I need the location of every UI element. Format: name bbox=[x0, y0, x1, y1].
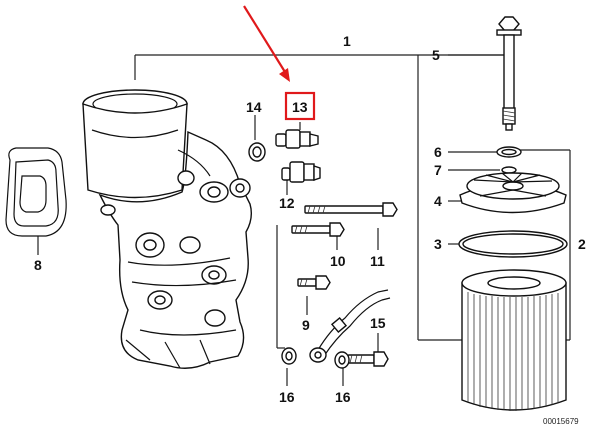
leader-lines bbox=[37, 54, 571, 386]
callout-1: 1 bbox=[343, 33, 351, 49]
part-filter-element-2 bbox=[461, 269, 567, 411]
part-o-ring-3 bbox=[458, 230, 568, 258]
part-gasket-8 bbox=[5, 147, 67, 237]
callout-15: 15 bbox=[370, 315, 386, 331]
callout-16-right: 16 bbox=[335, 389, 351, 405]
part-washer-14 bbox=[248, 142, 266, 162]
callout-11: 11 bbox=[370, 253, 385, 269]
part-filter-lid-4 bbox=[459, 172, 567, 214]
callout-3: 3 bbox=[434, 236, 442, 252]
part-washer-16-right bbox=[334, 351, 350, 369]
part-o-ring-6 bbox=[496, 146, 522, 158]
callout-5: 5 bbox=[432, 47, 440, 63]
callout-9: 9 bbox=[302, 317, 310, 333]
callout-10: 10 bbox=[330, 253, 346, 269]
part-ring-7 bbox=[501, 166, 517, 174]
part-sensor-13 bbox=[275, 129, 319, 149]
part-banjo-bolt-15 bbox=[347, 351, 389, 367]
callout-6: 6 bbox=[434, 144, 442, 160]
part-bolt-11 bbox=[304, 202, 398, 217]
part-bolt-9 bbox=[297, 275, 331, 290]
part-center-bolt-5 bbox=[496, 16, 522, 131]
callout-14: 14 bbox=[246, 99, 262, 115]
callout-7: 7 bbox=[434, 162, 442, 178]
part-bolt-10 bbox=[291, 222, 345, 237]
callout-4: 4 bbox=[434, 193, 442, 209]
callout-2: 2 bbox=[578, 236, 586, 252]
part-oil-line bbox=[309, 289, 391, 363]
callout-12: 12 bbox=[279, 195, 295, 211]
highlight-box-13 bbox=[284, 91, 316, 121]
part-oil-filter-housing bbox=[82, 89, 253, 369]
part-washer-16-left bbox=[281, 347, 297, 365]
callout-8: 8 bbox=[34, 257, 42, 273]
callout-13: 13 bbox=[292, 99, 308, 115]
callout-16-left: 16 bbox=[279, 389, 295, 405]
diagram-reference-number: 00015679 bbox=[543, 417, 579, 426]
part-sensor-12 bbox=[281, 161, 321, 183]
highlight-arrow bbox=[243, 5, 290, 82]
filter-pleats bbox=[467, 292, 559, 411]
